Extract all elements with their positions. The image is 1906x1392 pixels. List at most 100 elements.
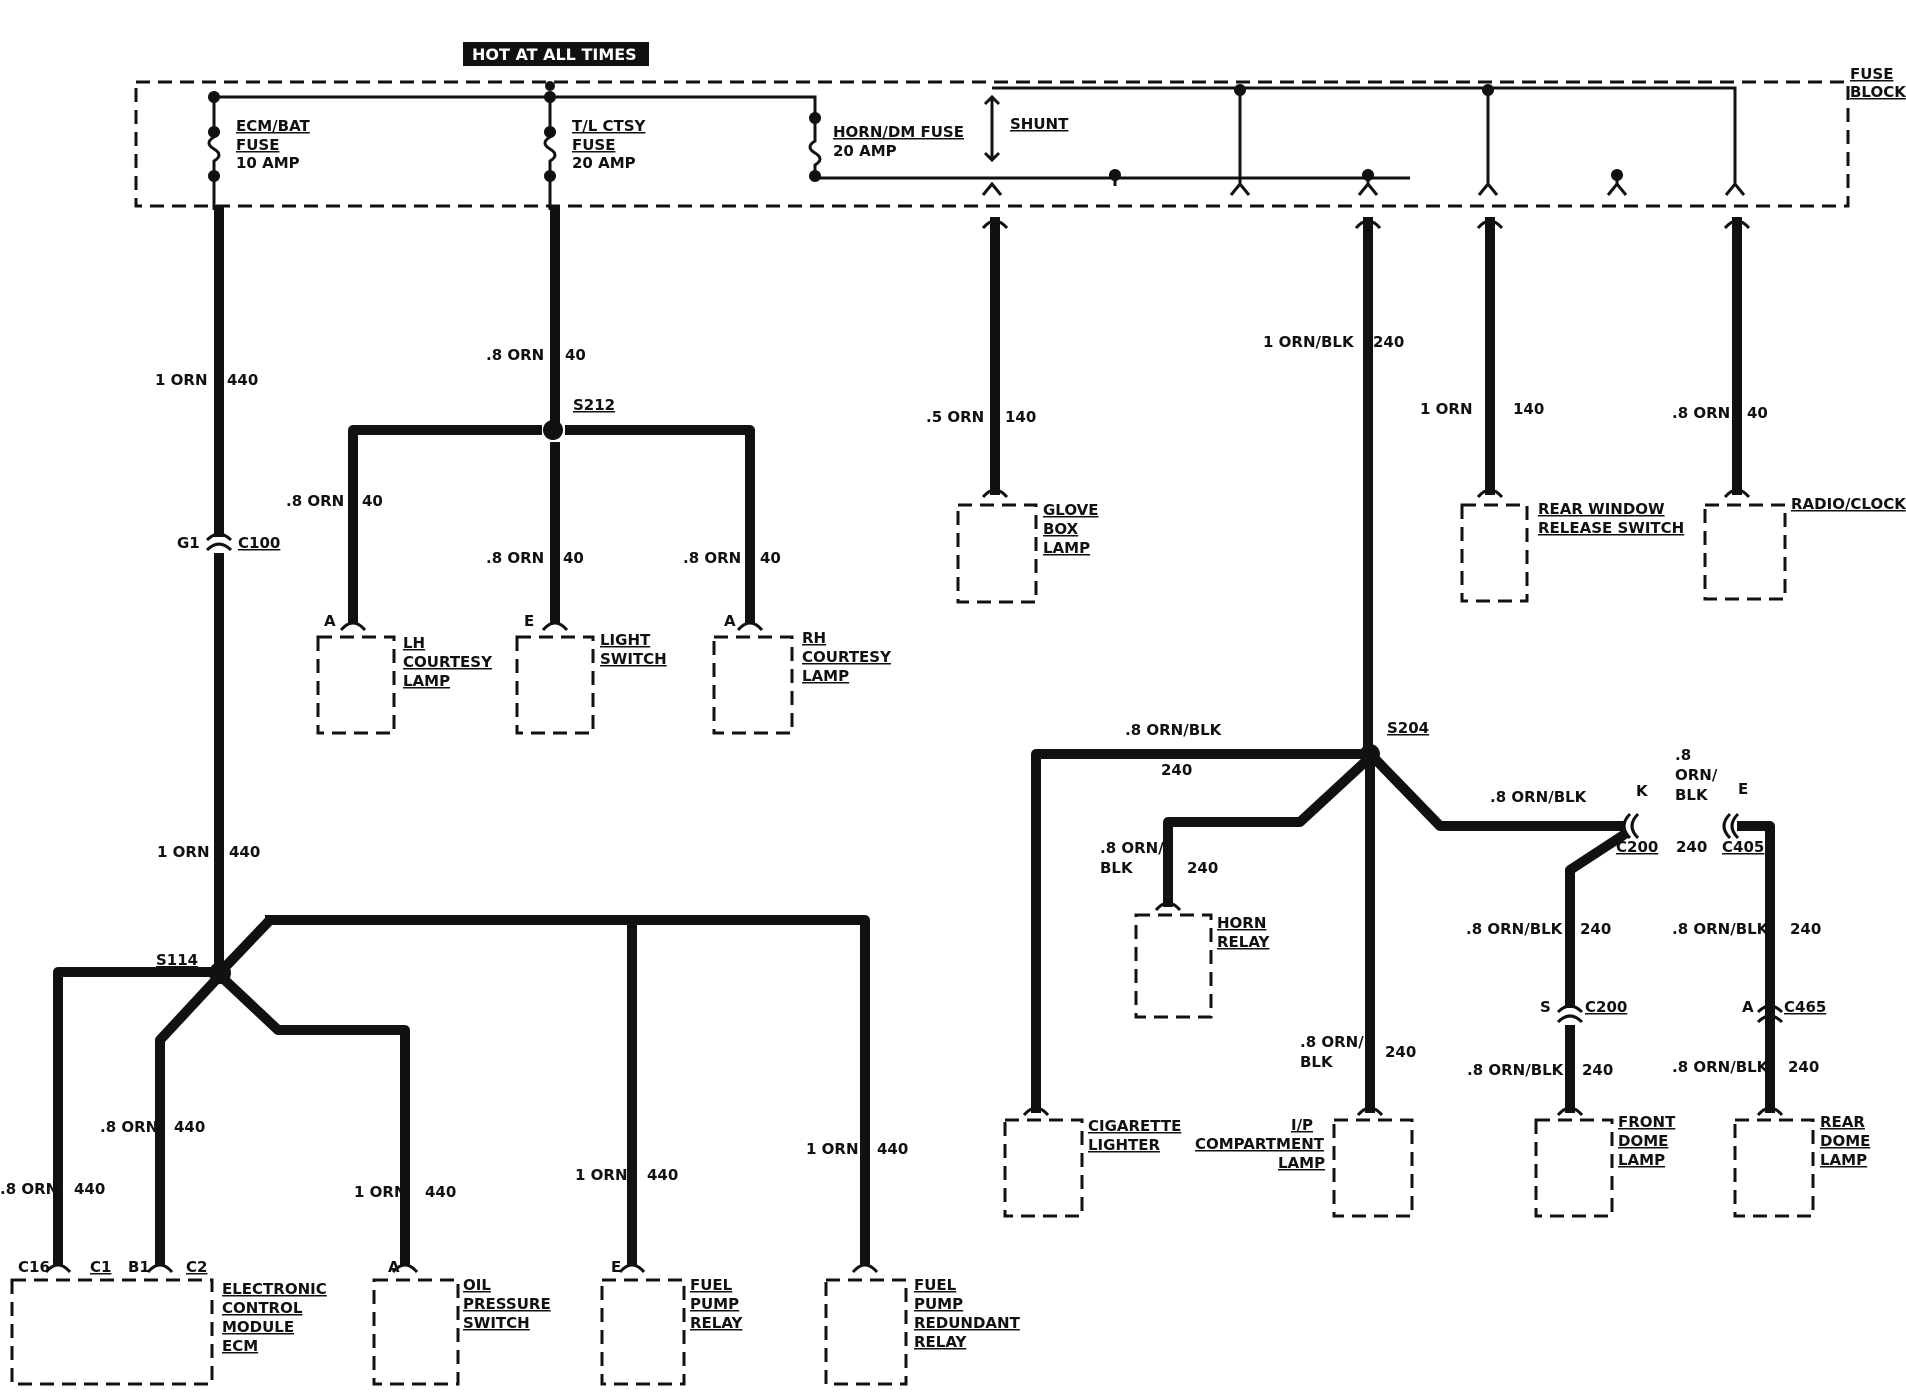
connector-c465-pin: A [1742, 998, 1754, 1016]
light-switch: E LIGHT SWITCH [515, 612, 667, 735]
svg-text:RELAY: RELAY [690, 1314, 744, 1332]
wire-240-c200-gauge: .8 ORN/BLK [1490, 788, 1588, 806]
wire-40-lh [348, 425, 542, 623]
wire-240-cig-gauge: .8 ORN/BLK [1125, 721, 1223, 739]
svg-text:C16: C16 [18, 1258, 50, 1276]
wire-440-oil [220, 975, 410, 1265]
svg-text:A: A [388, 1258, 400, 1276]
splice-s204: S204 [1387, 719, 1429, 737]
bus-node [545, 81, 555, 91]
connector-c200-bottom-pin: S [1540, 998, 1551, 1016]
svg-text:LIGHT: LIGHT [600, 631, 651, 649]
wire-140-rear-gauge: 1 ORN [1420, 400, 1473, 418]
wire-440-top-gauge: 1 ORN [155, 371, 208, 389]
svg-text:REAR: REAR [1820, 1113, 1865, 1131]
wire-240-front-dn-gauge: .8 ORN/BLK [1467, 1061, 1565, 1079]
wire-40-top-gauge: .8 ORN [486, 346, 544, 364]
wire-40-radio-circuit: 40 [1747, 404, 1768, 422]
wire-440-top-circuit: 440 [227, 371, 258, 389]
fuse-block-outline [134, 80, 1850, 208]
connector-c405-name: C405 [1722, 838, 1764, 856]
svg-text:LAMP: LAMP [1043, 539, 1090, 557]
wire-240-c405-gauge-1: .8 [1675, 746, 1691, 764]
wire-240-rear-dn-circuit: 240 [1788, 1058, 1819, 1076]
wire-240-rear-dn-gauge: .8 ORN/BLK [1672, 1058, 1770, 1076]
wire-440-oil-circuit: 440 [425, 1183, 456, 1201]
ip-compartment-lamp: I/P COMPARTMENT LAMP [1195, 1106, 1414, 1218]
hot-label-background [463, 42, 649, 66]
fuel-pump-redundant-relay: FUEL PUMP REDUNDANT RELAY [824, 1263, 1021, 1386]
connector-c100-name: C100 [238, 534, 280, 552]
bus-node [1362, 169, 1374, 181]
svg-text:OIL: OIL [463, 1276, 491, 1294]
tl-ctsy-fuse: T/L CTSY FUSE 20 AMP [543, 97, 647, 210]
cigarette-lighter: CIGARETTE LIGHTER [1003, 1106, 1181, 1218]
wire-40-rh-circuit: 40 [760, 549, 781, 567]
svg-text:CIGARETTE: CIGARETTE [1088, 1117, 1181, 1135]
svg-text:C2: C2 [186, 1258, 207, 1276]
horn-dm-fuse: HORN/DM FUSE 20 AMP [808, 112, 1410, 182]
radio-clock: RADIO/CLOCK [1703, 488, 1906, 601]
wire-440-redundant [265, 915, 870, 1265]
wire-240-horn [1163, 754, 1373, 907]
wire-40-radio-gauge: .8 ORN [1672, 404, 1730, 422]
svg-text:SHUNT: SHUNT [1010, 115, 1069, 133]
connector-c200-top-name: C200 [1616, 838, 1658, 856]
svg-text:FUEL: FUEL [914, 1276, 957, 1294]
svg-text:COURTESY: COURTESY [802, 648, 892, 666]
wire-240-c405 [1737, 821, 1775, 1113]
svg-text:A: A [724, 612, 736, 630]
wire-440-fuel-gauge: 1 ORN [575, 1166, 628, 1184]
svg-text:LAMP: LAMP [403, 672, 450, 690]
bus-node [1234, 84, 1246, 96]
wire-240-main-circuit: 240 [1373, 333, 1404, 351]
rear-dome-lamp: REAR DOME LAMP [1733, 1106, 1870, 1218]
wire-240-c200 [1370, 754, 1625, 831]
connector-c200-top-pin: K [1636, 782, 1649, 800]
svg-text:ECM/BAT: ECM/BAT [236, 117, 311, 135]
electronic-control-module: C16 C1 B1 C2 ELECTRONIC CONTROL MODULE E… [10, 1258, 327, 1386]
wire-240-horn-circuit: 240 [1187, 859, 1218, 877]
wire-440-c16-gauge: .8 ORN [0, 1180, 58, 1198]
wire-240-cig-circuit: 240 [1161, 761, 1192, 779]
svg-text:DOME: DOME [1820, 1132, 1870, 1150]
wire-240-c405-gauge-2: ORN/ [1675, 766, 1718, 784]
wire-440-mid-circuit: 440 [229, 843, 260, 861]
oil-pressure-switch: A OIL PRESSURE SWITCH [372, 1258, 551, 1386]
glove-box-lamp: GLOVE BOX LAMP [956, 488, 1099, 604]
wire-40-rh-gauge: .8 ORN [683, 549, 741, 567]
front-dome-lamp: FRONT DOME LAMP [1534, 1106, 1676, 1218]
svg-text:COMPARTMENT: COMPARTMENT [1195, 1135, 1325, 1153]
svg-text:FUSE: FUSE [236, 136, 279, 154]
connector-c405-pin: E [1738, 780, 1748, 798]
svg-text:REDUNDANT: REDUNDANT [914, 1314, 1021, 1332]
svg-text:REAR WINDOW: REAR WINDOW [1538, 500, 1665, 518]
wire-440-fuel-circuit: 440 [647, 1166, 678, 1184]
wire-440-fuel [221, 915, 637, 1265]
connector-c100-symbol [205, 532, 233, 552]
svg-text:RELEASE SWITCH: RELEASE SWITCH [1538, 519, 1684, 537]
wire-240-front-up-circuit: 240 [1580, 920, 1611, 938]
svg-text:HORN/DM FUSE: HORN/DM FUSE [833, 123, 964, 141]
wire-440-mid-gauge: 1 ORN [157, 843, 210, 861]
svg-text:PUMP: PUMP [690, 1295, 739, 1313]
horn-relay: HORN RELAY [1134, 901, 1271, 1019]
wire-240-main-gauge: 1 ORN/BLK [1263, 333, 1355, 351]
svg-text:C1: C1 [90, 1258, 111, 1276]
wire-240-horn-gauge-2: BLK [1100, 859, 1134, 877]
wire-40-light-gauge: .8 ORN [486, 549, 544, 567]
svg-text:E: E [611, 1258, 621, 1276]
cavity-symbol [981, 181, 1746, 196]
wire-240-c405-gauge-3: BLK [1675, 786, 1709, 804]
svg-text:A: A [324, 612, 336, 630]
cavity-symbol [1723, 219, 1751, 230]
svg-text:ECM: ECM [222, 1337, 258, 1355]
connector-c200-top-symbol [1622, 812, 1640, 840]
connector-c200-bottom-name: C200 [1585, 998, 1627, 1016]
connector-c200-bottom-symbol [1556, 1004, 1584, 1024]
svg-text:LAMP: LAMP [1278, 1154, 1325, 1172]
svg-text:GLOVE: GLOVE [1043, 501, 1099, 519]
svg-text:20 AMP: 20 AMP [833, 142, 897, 160]
fuel-pump-relay: E FUEL PUMP RELAY [600, 1258, 744, 1386]
